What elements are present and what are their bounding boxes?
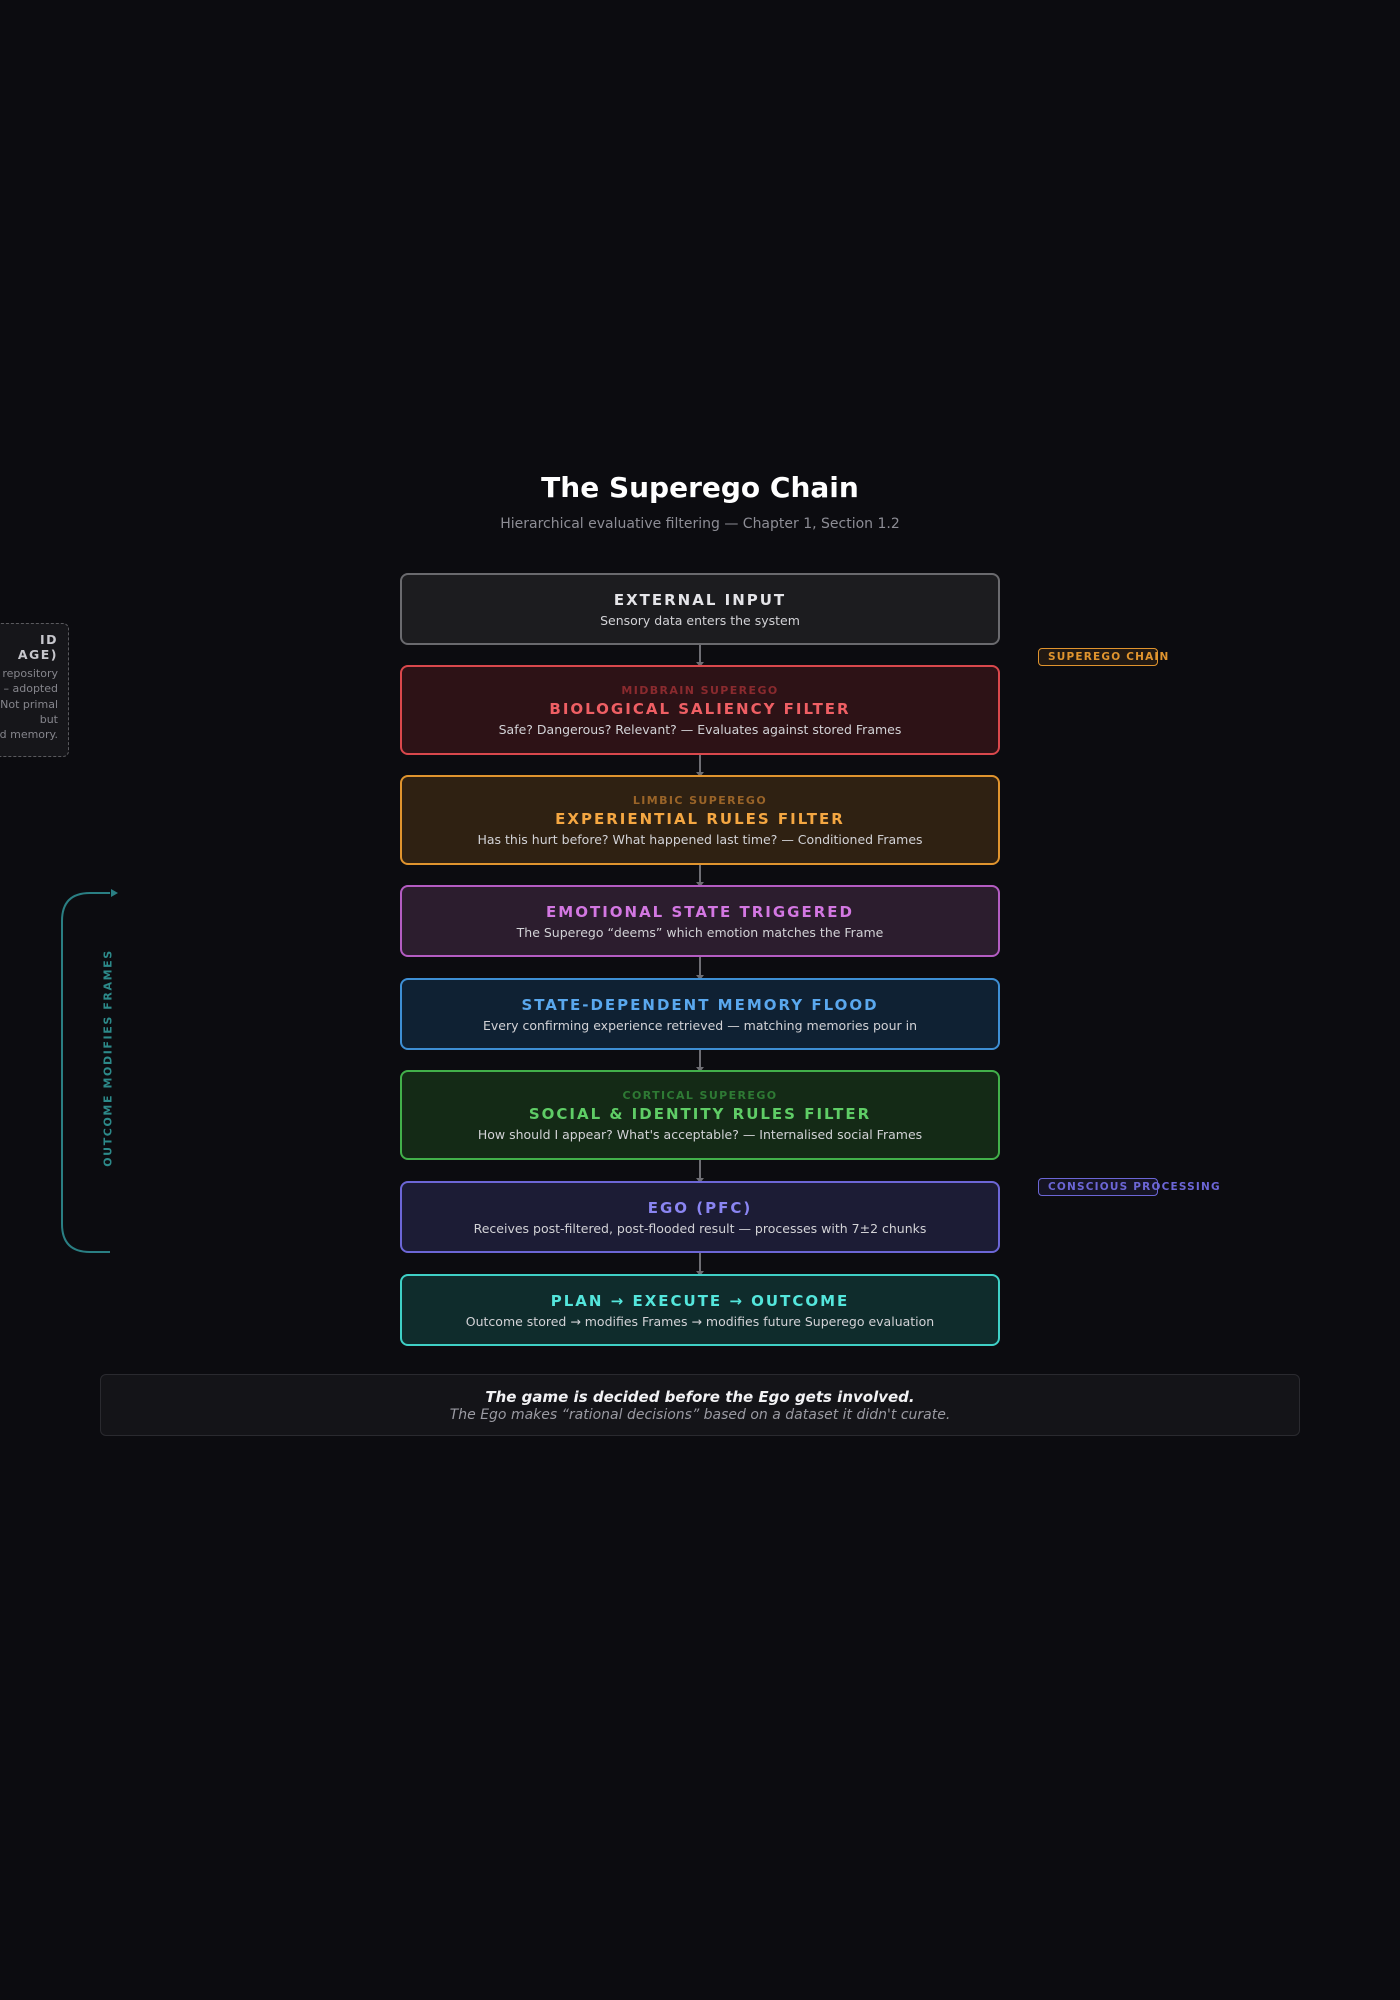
stage-memory-flood: STATE-DEPENDENT MEMORY FLOOD Every confi… bbox=[400, 978, 1000, 1050]
id-card-line: d memory. bbox=[0, 728, 58, 742]
stage-external-input: EXTERNAL INPUT Sensory data enters the s… bbox=[400, 573, 1000, 645]
stage-heading: EGO (PFC) bbox=[647, 1198, 753, 1217]
id-card-text: repository – adopted Not primal but d me… bbox=[0, 666, 58, 742]
stage-heading: STATE-DEPENDENT MEMORY FLOOD bbox=[521, 995, 879, 1014]
connector-arrow bbox=[696, 1160, 704, 1183]
stage-description: Has this hurt before? What happened last… bbox=[477, 831, 923, 847]
stage-heading: SOCIAL & IDENTITY RULES FILTER bbox=[528, 1104, 872, 1123]
id-side-card: ID AGE) repository – adopted Not primal … bbox=[0, 623, 69, 757]
stage-description: Outcome stored → modifies Frames → modif… bbox=[465, 1313, 935, 1329]
connector-arrow bbox=[696, 865, 704, 887]
stage-plan-execute-outcome: PLAN → EXECUTE → OUTCOME Outcome stored … bbox=[400, 1274, 1000, 1346]
connector-arrow bbox=[696, 1050, 704, 1072]
footer-callout: The game is decided before the Ego gets … bbox=[100, 1374, 1300, 1436]
connector-arrow bbox=[696, 645, 704, 667]
id-card-title-line2: AGE) bbox=[17, 647, 58, 662]
connector-arrow bbox=[696, 957, 704, 980]
stage-layer-label: MIDBRAIN SUPEREGO bbox=[621, 683, 779, 697]
id-card-title-line1: ID bbox=[39, 632, 58, 647]
stage-heading: EXTERNAL INPUT bbox=[613, 590, 787, 609]
stage-description: The Superego “deems” which emotion match… bbox=[516, 924, 884, 940]
stage-ego-pfc: EGO (PFC) Receives post-filtered, post-f… bbox=[400, 1181, 1000, 1253]
connector-arrow bbox=[696, 1253, 704, 1276]
stage-experiential-rules-filter: LIMBIC SUPEREGO EXPERIENTIAL RULES FILTE… bbox=[400, 775, 1000, 865]
stage-description: Sensory data enters the system bbox=[600, 612, 800, 628]
stage-biological-saliency-filter: MIDBRAIN SUPEREGO BIOLOGICAL SALIENCY FI… bbox=[400, 665, 1000, 755]
id-card-line: but bbox=[39, 712, 58, 726]
id-card-line: repository bbox=[2, 667, 58, 680]
feedback-loop-arrow bbox=[61, 889, 118, 1253]
connector-arrow bbox=[696, 755, 704, 777]
stage-layer-label: LIMBIC SUPEREGO bbox=[632, 793, 768, 807]
stage-heading: BIOLOGICAL SALIENCY FILTER bbox=[549, 699, 851, 718]
id-card-line: – adopted bbox=[3, 682, 59, 696]
conscious-processing-tag: CONSCIOUS PROCESSING bbox=[1038, 1178, 1220, 1196]
stage-description: How should I appear? What's acceptable? … bbox=[477, 1126, 923, 1142]
page-title: The Superego Chain bbox=[541, 471, 859, 504]
footer-italic-text: The Ego makes “rational decisions” based… bbox=[449, 1406, 951, 1423]
loop-label: OUTCOME MODIFIES FRAMES bbox=[101, 949, 115, 1167]
stage-layer-label: CORTICAL SUPEREGO bbox=[622, 1088, 778, 1102]
stage-heading: EXPERIENTIAL RULES FILTER bbox=[555, 809, 845, 828]
stage-description: Safe? Dangerous? Relevant? — Evaluates a… bbox=[498, 721, 902, 737]
stage-heading: PLAN → EXECUTE → OUTCOME bbox=[550, 1291, 850, 1310]
footer-bold-text: The game is decided before the Ego gets … bbox=[485, 1387, 915, 1406]
id-card-line: Not primal bbox=[0, 697, 58, 711]
page-subtitle: Hierarchical evaluative filtering — Chap… bbox=[500, 516, 900, 532]
stage-social-identity-filter: CORTICAL SUPEREGO SOCIAL & IDENTITY RULE… bbox=[400, 1070, 1000, 1160]
superego-chain-tag: SUPEREGO CHAIN bbox=[1038, 648, 1168, 666]
stage-heading: EMOTIONAL STATE TRIGGERED bbox=[546, 902, 854, 921]
stage-description: Receives post-filtered, post-flooded res… bbox=[473, 1220, 927, 1236]
stage-emotional-state: EMOTIONAL STATE TRIGGERED The Superego “… bbox=[400, 885, 1000, 957]
stage-description: Every confirming experience retrieved — … bbox=[482, 1017, 918, 1033]
